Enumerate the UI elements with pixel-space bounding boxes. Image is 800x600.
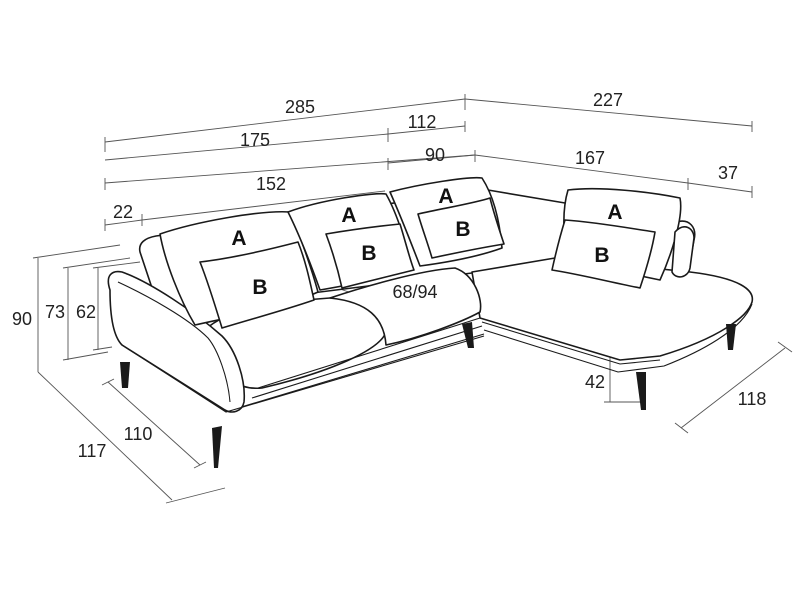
cushion-label-a-2: A: [341, 204, 356, 227]
dim-227-label: 227: [593, 90, 623, 110]
dim-175-label: 175: [240, 130, 270, 150]
dim-62-label: 62: [76, 302, 96, 322]
pillow-3: [417, 197, 505, 259]
cushion-label-a-4: A: [607, 201, 622, 224]
dim-90-top-label: 90: [425, 145, 445, 165]
dim-42-label: 42: [585, 372, 605, 392]
cushion-label-b-2: B: [361, 242, 376, 265]
dim-90-height-label: 90: [12, 309, 32, 329]
dim-118-label: 118: [738, 389, 767, 409]
leg-chaise-back: [726, 324, 736, 350]
cushion-label-a-3: A: [438, 185, 453, 208]
dimension-lines: [32, 94, 793, 504]
pillow-2: [325, 223, 415, 289]
cushion-label-b-1: B: [252, 276, 267, 299]
leg-front-middle: [212, 426, 222, 468]
sofa-drawing: [107, 176, 754, 468]
chaise-seat: [471, 257, 754, 361]
cushion-labels: A A A A B B B B: [231, 185, 622, 299]
dim-152-label: 152: [256, 174, 286, 194]
dim-37-label: 37: [718, 163, 738, 183]
pillow-4: [551, 219, 656, 289]
dim-22-label: 22: [113, 202, 133, 222]
dim-285-label: 285: [285, 97, 315, 117]
cushion-label-b-3: B: [455, 218, 470, 241]
dim-117-label: 117: [78, 441, 107, 461]
dim-110-label: 110: [124, 424, 153, 444]
dimension-labels: 285 227 112 175 90 167 37 152 22 90 73 6…: [12, 90, 766, 461]
dim-167-label: 167: [575, 148, 605, 168]
dim-68-94-label: 68/94: [392, 282, 437, 302]
dim-112-label: 112: [408, 112, 437, 132]
left-armrest: [107, 270, 246, 413]
pillow-1: [199, 241, 315, 329]
leg-chaise-front: [636, 372, 646, 410]
side-bolster: [671, 226, 695, 278]
cushion-label-a-1: A: [231, 227, 246, 250]
leg-front-left: [120, 362, 130, 388]
cushion-label-b-4: B: [594, 244, 609, 267]
dim-73-label: 73: [45, 302, 65, 322]
seat-cushion-right: [329, 267, 482, 346]
leg-center: [462, 322, 474, 348]
